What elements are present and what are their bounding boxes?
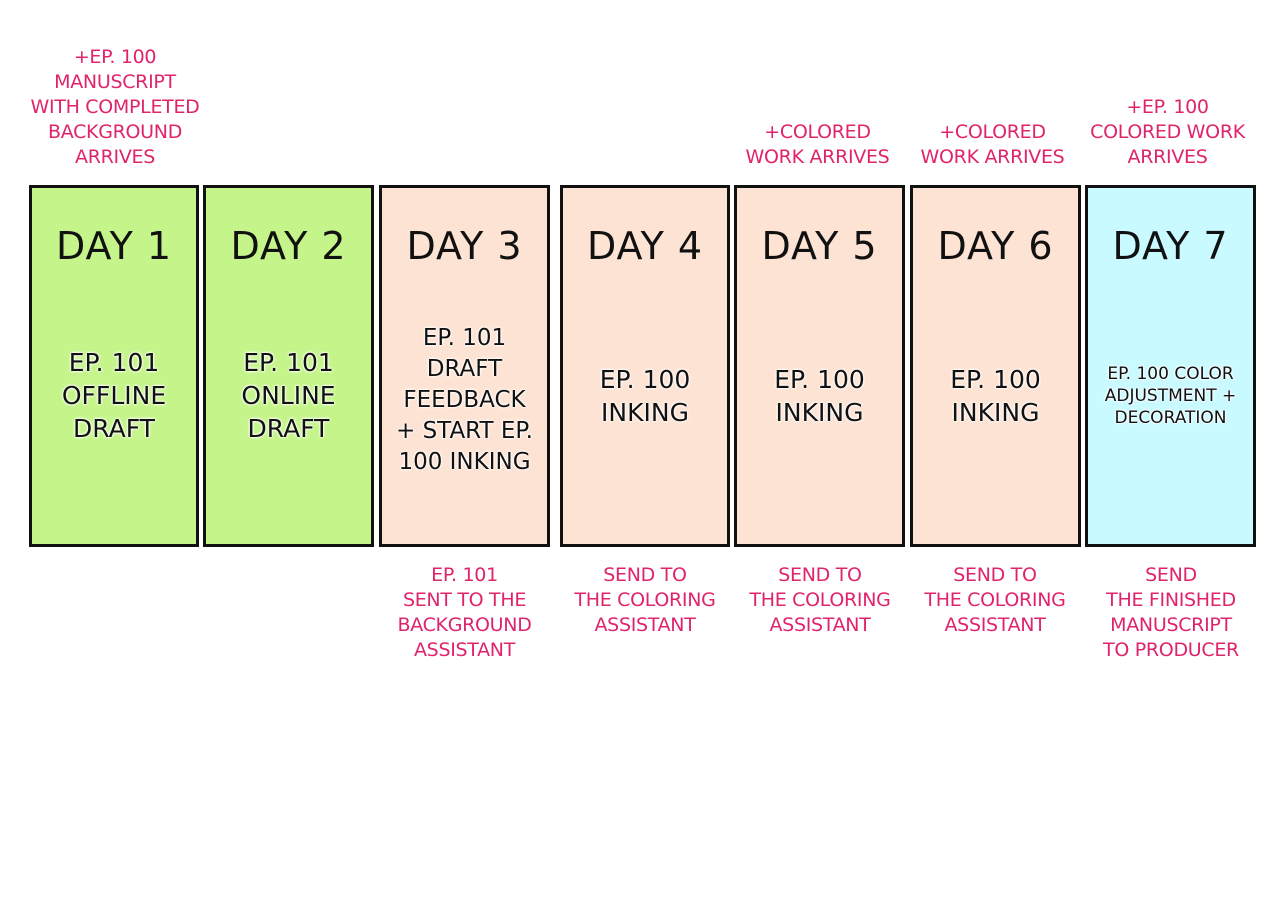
day-task-text: Ep. 101 draft feedback + start Ep. 100 i… <box>396 325 533 475</box>
day-task: Ep. 101 offline draft <box>36 293 192 498</box>
day-column-2: DAY 2 Ep. 101 online draft <box>203 185 374 547</box>
day-task: Ep. 101 online draft <box>210 293 367 498</box>
top-note-day-5: +Colored work arrives <box>745 121 890 168</box>
day-column-4: DAY 4 Ep. 100 inking <box>560 185 730 547</box>
day-title: DAY 2 <box>230 224 347 268</box>
day-task-text: Ep. 100 inking <box>774 364 865 427</box>
day-column-6: DAY 6 Ep. 100 inking <box>910 185 1081 547</box>
bottom-note-day-3: Ep. 101 sent to the background assistant <box>397 564 532 661</box>
day-task: Ep. 100 inking <box>567 293 723 498</box>
day-task-text: Ep. 101 offline draft <box>61 348 167 443</box>
day-title: DAY 6 <box>937 224 1054 268</box>
day-task: Ep. 101 draft feedback + start Ep. 100 i… <box>386 313 543 488</box>
day-task: Ep. 100 inking <box>917 293 1074 498</box>
bottom-note-day-6: send to the coloring assistant <box>924 564 1066 636</box>
bottom-note-day-7: send the finished manuscript to producer <box>1103 564 1239 661</box>
bottom-note-day-5: send to the coloring assistant <box>749 564 891 636</box>
day-title: DAY 7 <box>1112 224 1229 268</box>
day-task-text: Ep. 100 color adjustment + decoration <box>1104 363 1237 428</box>
day-title: DAY 1 <box>55 224 173 268</box>
top-note-day-6: +Colored work arrives <box>920 121 1065 168</box>
day-column-5: DAY 5 Ep. 100 inking <box>734 185 905 547</box>
day-title: DAY 3 <box>406 224 523 268</box>
day-column-7: DAY 7 Ep. 100 color adjustment + decorat… <box>1085 185 1256 547</box>
day-task-text: Ep. 101 online draft <box>241 348 336 443</box>
day-title: DAY 4 <box>586 224 704 268</box>
day-task: Ep. 100 inking <box>741 293 898 498</box>
day-task-text: Ep. 100 inking <box>599 364 691 427</box>
day-column-1: DAY 1 Ep. 101 offline draft <box>29 185 199 547</box>
day-title: DAY 5 <box>761 224 878 268</box>
day-task: Ep. 100 color adjustment + decoration <box>1092 293 1249 498</box>
day-column-3: DAY 3 Ep. 101 draft feedback + start Ep.… <box>379 185 550 547</box>
top-note-day-1: +Ep. 100 manuscript with completed backg… <box>30 46 200 168</box>
day-task-text: Ep. 100 inking <box>950 364 1041 427</box>
bottom-note-day-4: send to the coloring assistant <box>574 564 716 636</box>
top-note-day-7: +Ep. 100 colored work arrives <box>1090 96 1245 168</box>
